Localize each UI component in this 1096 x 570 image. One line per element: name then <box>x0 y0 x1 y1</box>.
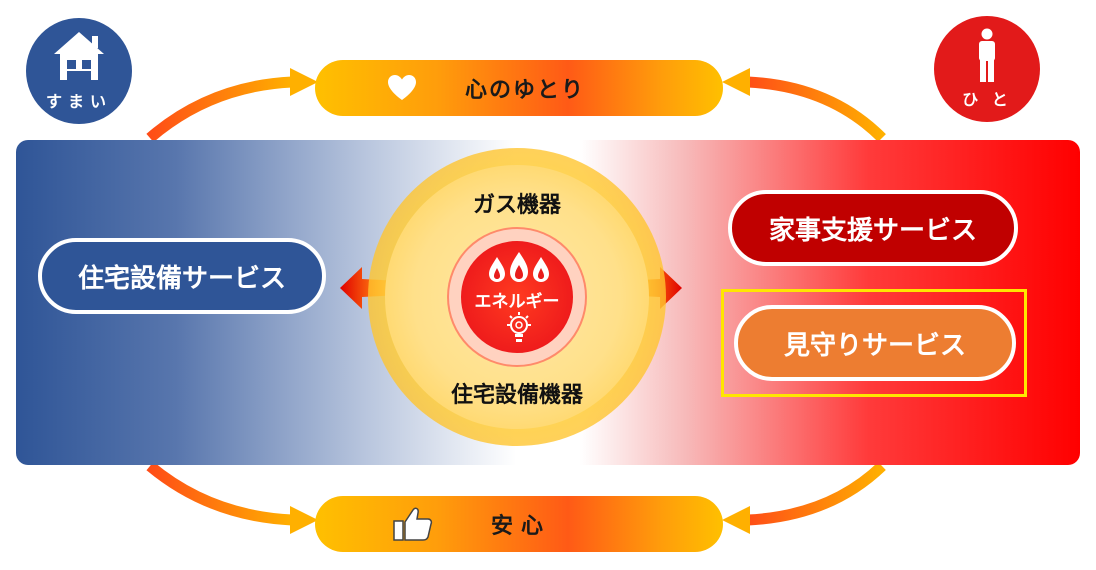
highlight-box <box>721 289 1027 397</box>
bottom-pill: 安心 <box>315 496 723 552</box>
flame-icon <box>489 252 549 282</box>
arc-top-right <box>747 76 886 142</box>
heart-icon <box>388 75 416 100</box>
energy-core: エネルギー <box>459 239 575 355</box>
arc-bottom-left <box>146 461 293 526</box>
arrowhead-top-left <box>290 68 318 96</box>
arrowhead-top-right <box>722 68 750 96</box>
person-corner-badge: ひと <box>934 16 1040 122</box>
house-icon <box>54 32 104 80</box>
monitoring-service: 見守りサービス <box>734 305 1016 381</box>
arc-top-left <box>146 76 293 143</box>
house-corner-badge: すまい <box>26 18 132 124</box>
lightbulb-icon <box>507 312 531 342</box>
housework-support-service: 家事支援サービス <box>728 190 1018 266</box>
center-disc: ガス機器 住宅設備機器 <box>385 165 649 429</box>
thumbs-up-icon <box>393 507 433 541</box>
house-label: すまい <box>45 92 112 111</box>
arc-bottom-right <box>747 462 886 526</box>
top-pill: 心のゆとり <box>315 60 723 116</box>
person-icon <box>979 28 995 82</box>
housing-equipment-label: 住宅設備機器 <box>450 383 583 408</box>
arrowhead-bottom-left <box>290 506 318 534</box>
housing-equipment-service: 住宅設備サービス <box>38 238 326 314</box>
top-pill-label: 心のゆとり <box>465 78 586 103</box>
person-label: ひと <box>962 90 1022 109</box>
gas-appliances-label: ガス機器 <box>472 193 561 218</box>
bottom-pill-label: 安心 <box>491 514 552 539</box>
arrowhead-bottom-right <box>722 506 750 534</box>
energy-label: エネルギー <box>474 292 560 312</box>
